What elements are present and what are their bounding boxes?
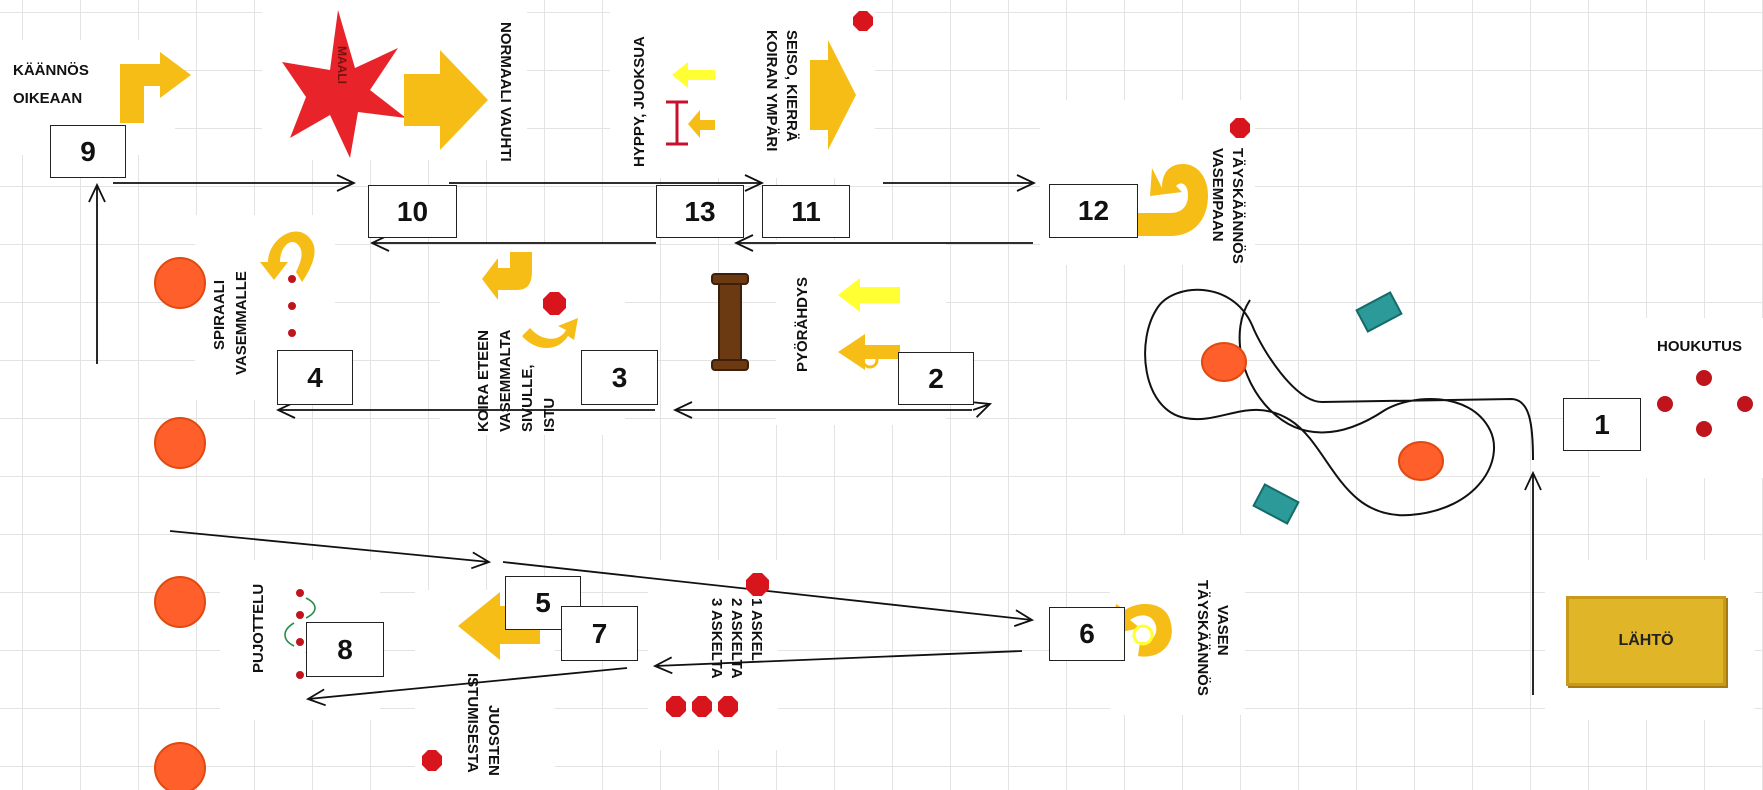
- stop-sign-icon: [543, 292, 566, 315]
- station-2: 2: [898, 352, 974, 405]
- jump-hurdle-icon: [666, 100, 688, 146]
- spiral-arrow-icon: [260, 231, 315, 282]
- label-seiso-1: SEISO, KIERRÄ: [783, 30, 800, 142]
- stop-sign-icon: [422, 750, 442, 771]
- finish-star-icon: [282, 10, 406, 158]
- u-turn-icon: [1136, 164, 1208, 236]
- label-askel-2: 2 ASKELTA: [728, 598, 745, 679]
- label-spiraali: SPIRAALI: [211, 279, 228, 350]
- stop-sign-icon: [1230, 118, 1250, 138]
- label-askel-1: 1 ASKEL: [748, 598, 765, 661]
- cone-icon: [154, 417, 206, 469]
- cone-icon: [1201, 342, 1247, 382]
- path-arrow: [973, 404, 990, 410]
- station-9: 9: [50, 125, 126, 178]
- start-label: LÄHTÖ: [1618, 632, 1674, 649]
- dot-icon: [296, 671, 304, 679]
- stop-sign-icon: [718, 696, 738, 717]
- label-pujottelu: PUJOTTELU: [250, 583, 267, 673]
- label-askel-3: 3 ASKELTA: [708, 598, 725, 679]
- station-6: 6: [1049, 607, 1125, 661]
- station-1: 1: [1563, 398, 1641, 451]
- label-kaannos: KÄÄNNÖS: [13, 62, 89, 79]
- lure-dot-icon: [1657, 396, 1673, 412]
- cone-icon: [1398, 441, 1444, 481]
- station-3: 3: [581, 350, 658, 405]
- right-arrow-icon: [810, 40, 856, 150]
- cone-icon: [154, 742, 206, 790]
- dot-icon: [296, 589, 304, 597]
- spin-swirl-icon: [1132, 624, 1154, 646]
- u-turn-icon: [1112, 604, 1172, 657]
- station-7: 7: [561, 606, 638, 661]
- label-koira-4: ISTU: [541, 397, 558, 432]
- lure-dot-icon: [1696, 421, 1712, 437]
- label-seiso-2: KOIRAN YMPÄRI: [763, 30, 780, 152]
- stop-sign-icon: [692, 696, 712, 717]
- label-hyppy-juoksua: HYPPY, JUOKSUA: [631, 36, 648, 167]
- turn-right-arrow-icon: [120, 52, 191, 123]
- start-sign: LÄHTÖ: [1566, 596, 1726, 686]
- label-istumisesta: ISTUMISESTA: [464, 673, 481, 773]
- path-arrow: [502, 561, 1032, 620]
- left-arrow-icon: [688, 110, 715, 138]
- label-maali: MAALI: [335, 46, 349, 84]
- label-tayskaannos-1: TÄYSKÄÄNNÖS: [1229, 148, 1246, 264]
- cone-icon: [154, 576, 206, 628]
- teal-marker-icon: [1355, 291, 1403, 333]
- gold-arrows: [120, 40, 1208, 660]
- path-arrows: [97, 183, 1533, 699]
- teal-marker-icon: [1252, 483, 1300, 525]
- spin-swirl-icon: [861, 351, 879, 369]
- label-koira-3: SIVULLE,: [519, 364, 536, 432]
- turn-arrow-icon: [482, 252, 532, 300]
- dot-icon: [288, 275, 296, 283]
- path-arrow: [655, 650, 1023, 666]
- path-arrow: [308, 667, 628, 699]
- station-12: 12: [1049, 184, 1138, 238]
- label-normaali-vauhti: NORMAALI VAUHTI: [497, 22, 514, 162]
- dot-icon: [288, 329, 296, 337]
- dot-icon: [296, 638, 304, 646]
- label-tayskaannos-2: VASEMPAAN: [1209, 148, 1226, 242]
- station-10: 10: [368, 185, 457, 238]
- stop-sign-icon: [666, 696, 686, 717]
- cones: [154, 257, 1444, 790]
- figure-eight-path: [1144, 288, 1534, 517]
- left-arrow-icon: [838, 278, 900, 312]
- station-4: 4: [277, 350, 353, 405]
- label-oikeaan: OIKEAAN: [13, 90, 83, 107]
- station-13: 13: [656, 185, 744, 238]
- label-houkutus: HOUKUTUS: [1657, 338, 1742, 355]
- station-11: 11: [762, 185, 850, 238]
- lure-dot-icon: [1696, 370, 1712, 386]
- dot-icon: [296, 611, 304, 619]
- marker-dots: [288, 275, 1753, 679]
- path-arrow: [169, 530, 489, 562]
- label-vasemmalle: VASEMMALLE: [233, 271, 250, 375]
- right-arrow-icon: [404, 50, 488, 150]
- stop-sign-icon: [746, 573, 769, 596]
- label-vasen: VASEN: [1214, 605, 1231, 656]
- label-koira-2: VASEMMALTA: [497, 329, 514, 433]
- cone-icon: [154, 257, 206, 309]
- stop-signs: [422, 11, 1250, 771]
- dot-icon: [288, 302, 296, 310]
- label-pyorahdys: PYÖRÄHDYS: [794, 276, 811, 372]
- left-arrow-icon: [672, 62, 715, 88]
- station-8: 8: [306, 622, 384, 677]
- curve-arrow-icon: [522, 318, 578, 348]
- log-obstacle-icon: [711, 273, 749, 371]
- label-juosten: JUOSTEN: [485, 705, 502, 776]
- label-koira-1: KOIRA ETEEN: [475, 330, 492, 432]
- lure-dot-icon: [1737, 396, 1753, 412]
- label-vasen-tayskaannos: TÄYSKÄÄNNÖS: [1194, 580, 1211, 696]
- stop-sign-icon: [853, 11, 873, 31]
